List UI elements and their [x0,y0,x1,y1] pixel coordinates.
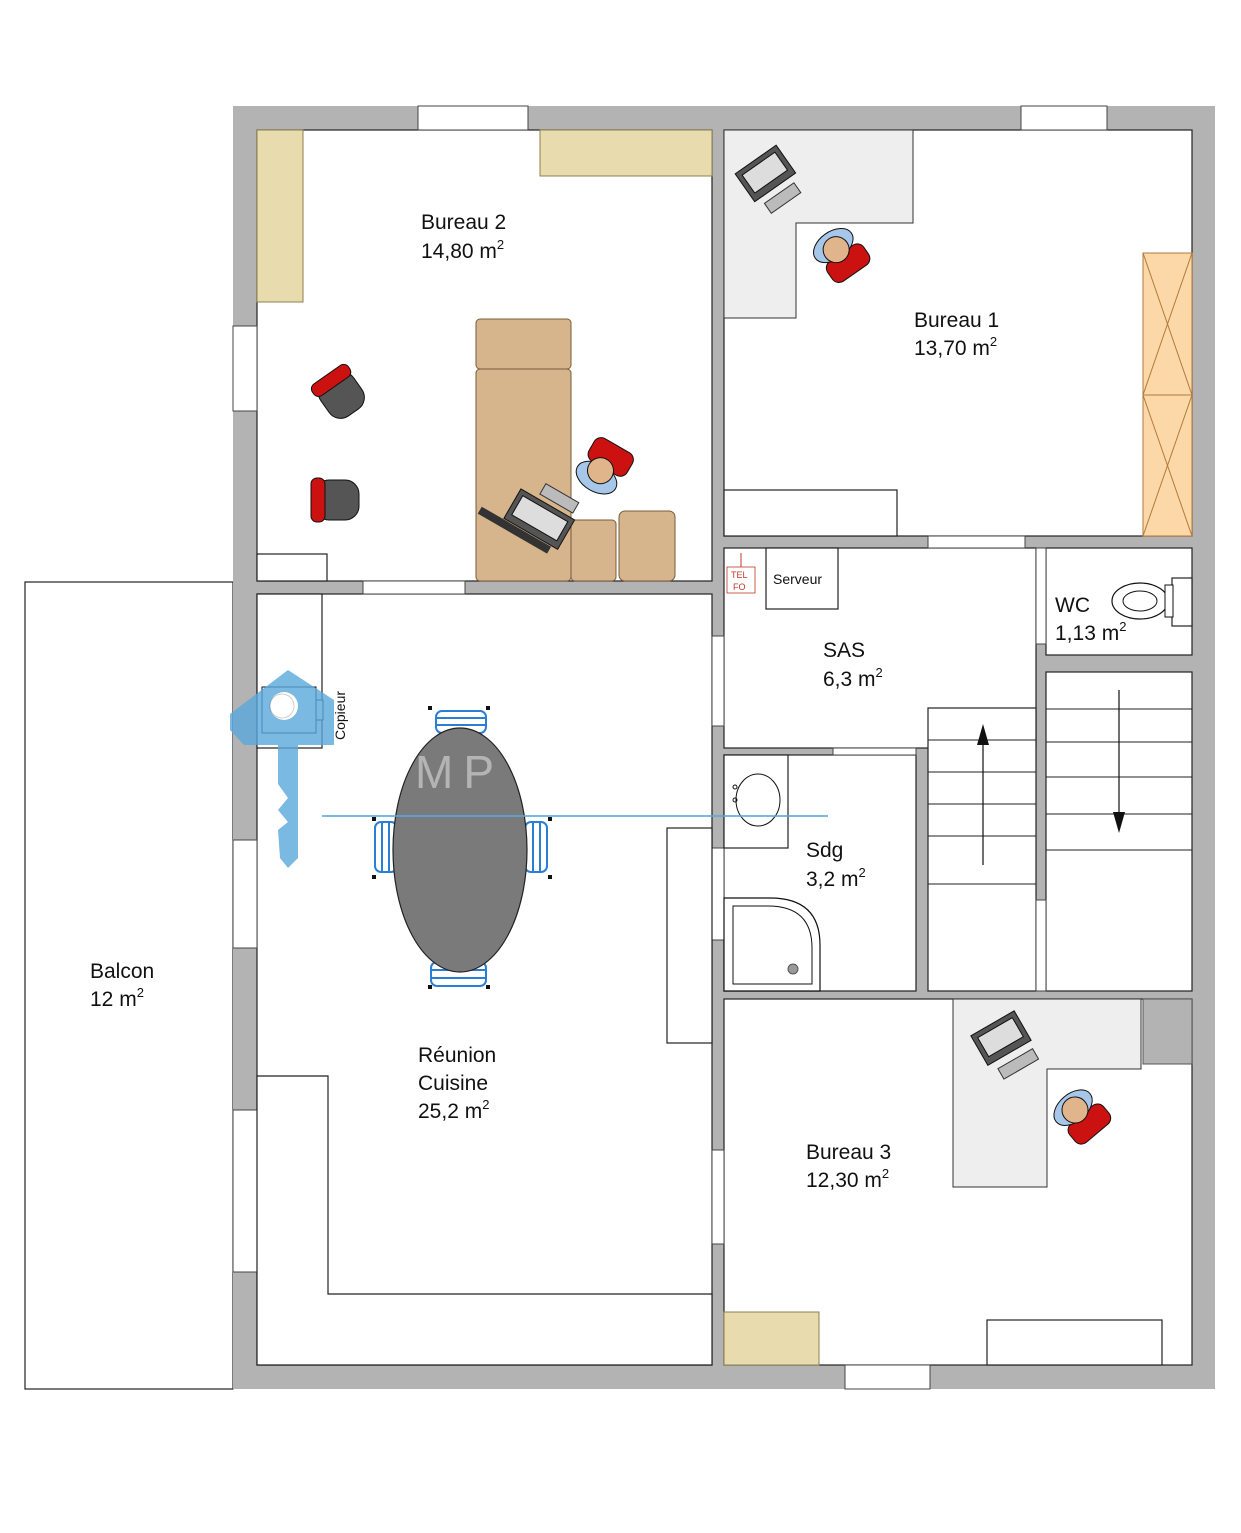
telecom-box [726,566,756,594]
person-icon [575,437,634,495]
armchair-icon [310,477,360,523]
workstation-icon [477,482,580,554]
cabinet [986,1319,1163,1366]
staircase-down [1045,671,1193,992]
sas-equipment [726,547,839,610]
desk-top [475,318,572,370]
room-bureau1 [723,129,1193,537]
label-copieur: Copieur [332,691,348,740]
key-icon [230,670,334,868]
person-icon [813,227,871,284]
kitchen-counter [256,1075,713,1366]
shelf [723,1311,820,1366]
arrow-down-icon [1113,812,1125,833]
label-balcon: Balcon [90,960,154,983]
sink-icon [735,773,781,827]
area-sas: 6,3 m2 [823,665,883,691]
shelf-top [539,129,713,177]
pillar [1142,998,1193,1065]
bureau3-furniture [723,998,1193,1366]
desk-return [570,519,617,582]
area-bureau3: 12,30 m2 [806,1166,889,1192]
server-cabinet [765,547,839,610]
label-bureau1: Bureau 1 [914,309,999,332]
arrow-up-icon [977,724,989,745]
label-reunion: Réunion [418,1044,496,1067]
staircase-up [927,707,1037,992]
person-icon [1053,1089,1112,1145]
area-reunion: 25,2 m2 [418,1097,489,1123]
label-wc: WC [1055,594,1090,617]
bureau1-furniture [723,129,1193,537]
wc-furniture [1111,577,1193,627]
counter-right [666,827,713,1044]
cabinet [723,489,898,537]
sdg-furniture [723,754,821,992]
workstation-icon [734,144,802,214]
label-fo: FO [733,582,746,592]
low-cabinet [256,553,328,582]
label-sas: SAS [823,639,865,662]
toilet-icon [1111,582,1174,620]
label-bureau2: Bureau 2 [421,211,506,234]
label-serveur: Serveur [773,571,822,587]
area-bureau1: 13,70 m2 [914,334,997,360]
armchair-icon [310,363,365,419]
desk-box [618,510,676,582]
bureau2-furniture [256,129,713,582]
area-wc: 1,13 m2 [1055,619,1126,645]
area-sdg: 3,2 m2 [806,865,866,891]
label-cuisine: Cuisine [418,1072,488,1095]
watermark: MP [230,670,828,868]
watermark-text: MP [415,746,504,798]
balcon-area [24,581,234,1390]
area-bureau2: 14,80 m2 [421,237,504,263]
label-sdg: Sdg [806,839,843,862]
windows [232,105,1108,1390]
workstation-icon [970,1010,1040,1080]
label-tel: TEL [731,570,748,580]
shelf-left [256,129,304,303]
meeting-table [392,727,528,973]
label-bureau3: Bureau 3 [806,1141,891,1164]
area-balcon: 12 m2 [90,985,144,1011]
